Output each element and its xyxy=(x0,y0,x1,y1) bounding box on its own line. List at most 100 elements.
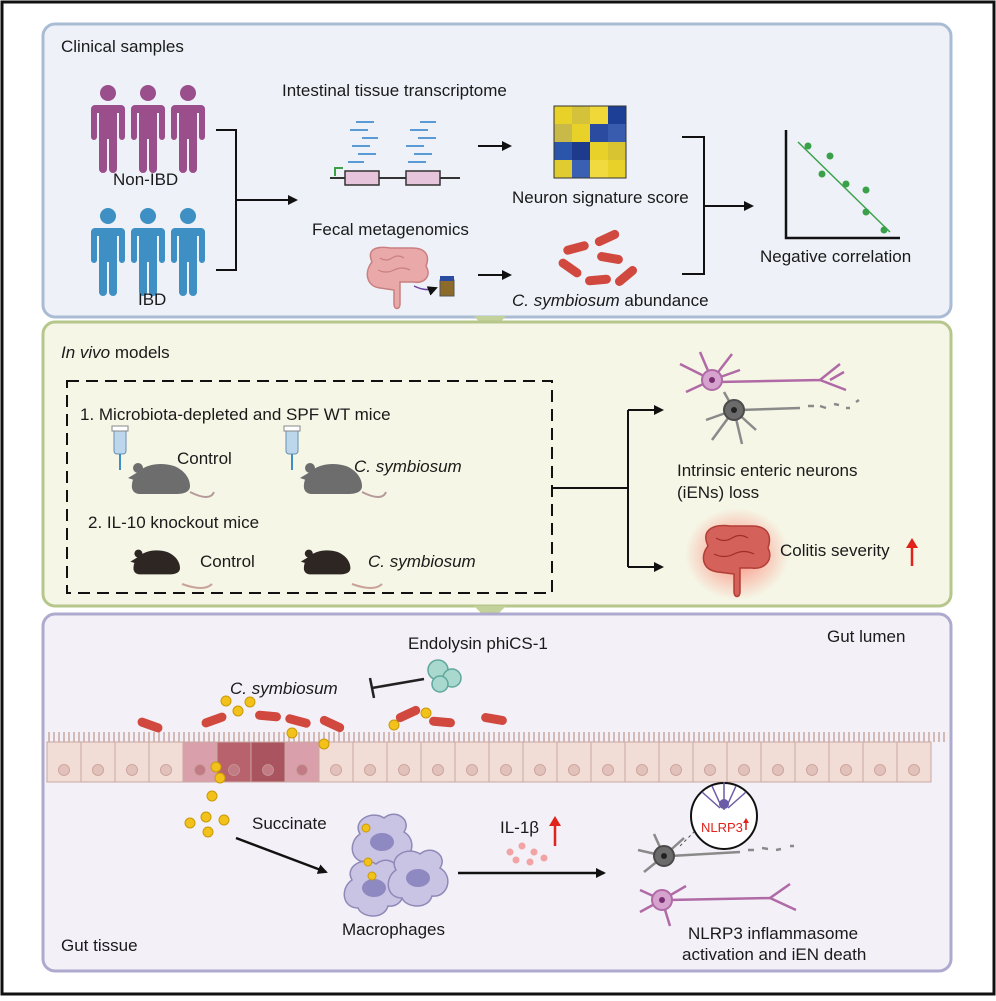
epithelial-nucleus xyxy=(330,764,342,776)
epithelial-cell xyxy=(352,741,388,783)
il1b-up-arrow-icon xyxy=(549,816,561,846)
transcriptome-label: Intestinal tissue transcriptome xyxy=(282,81,507,100)
epithelial-nucleus xyxy=(228,764,240,776)
epithelial-nucleus xyxy=(364,764,376,776)
epithelial-nucleus xyxy=(874,764,886,776)
epithelial-nucleus xyxy=(126,764,138,776)
control-label-1: Control xyxy=(177,449,232,468)
epithelial-cell xyxy=(114,741,150,783)
epithelial-nucleus xyxy=(908,764,920,776)
correlation-plot-icon xyxy=(784,130,900,240)
macrophages-label: Macrophages xyxy=(342,920,446,939)
experiment-item-1: 1. Microbiota-depleted and SPF WT mice xyxy=(80,405,391,424)
gut-tissue-label: Gut tissue xyxy=(61,936,138,955)
panel1-title: Clinical samples xyxy=(61,37,184,56)
control-label-2: Control xyxy=(200,552,255,571)
data-bracket xyxy=(682,136,754,275)
epithelial-cell xyxy=(420,741,456,783)
epithelial-cell xyxy=(726,741,762,783)
epithelial-nucleus xyxy=(92,764,104,776)
microvilli xyxy=(48,732,945,742)
epithelial-cell xyxy=(556,741,592,783)
epithelial-nucleus xyxy=(296,764,308,776)
epithelial-cell xyxy=(760,741,796,783)
epithelial-nucleus xyxy=(534,764,546,776)
epithelial-nucleus xyxy=(466,764,478,776)
epithelial-cell xyxy=(624,741,660,783)
epithelial-nucleus xyxy=(738,764,750,776)
epithelial-nucleus xyxy=(704,764,716,776)
experiment-item-2: 2. IL-10 knockout mice xyxy=(88,513,260,532)
colitis-up-arrow-icon xyxy=(906,538,918,566)
water-bottle-icon xyxy=(111,425,129,470)
epithelial-cell xyxy=(182,741,218,783)
panel-mechanism xyxy=(41,612,953,973)
group-bracket xyxy=(216,129,298,271)
outcome-line-2: activation and iEN death xyxy=(682,945,867,964)
transcriptome-icon xyxy=(330,121,460,186)
epithelial-cell xyxy=(658,741,694,783)
succinate-label: Succinate xyxy=(252,814,327,833)
epithelial-nucleus xyxy=(398,764,410,776)
il1b-label: IL-1β xyxy=(500,818,540,837)
symbiosum-label-1: C. symbiosum xyxy=(354,457,462,476)
non-ibd-label: Non-IBD xyxy=(113,170,179,189)
ien-loss-line-1: Intrinsic enteric neurons xyxy=(677,461,858,480)
dying-neurons-icon xyxy=(637,825,797,927)
macrophages-icon xyxy=(343,813,449,917)
epithelial-nucleus xyxy=(636,764,648,776)
epithelial-layer xyxy=(46,741,932,783)
epithelial-nucleus xyxy=(160,764,172,776)
epithelial-nucleus xyxy=(772,764,784,776)
dark-mouse-symbiosum-icon xyxy=(300,549,383,589)
ibd-label: IBD xyxy=(138,290,167,309)
metagenomics-label: Fecal metagenomics xyxy=(312,220,469,239)
panel2-title: In vivo models xyxy=(61,343,170,363)
nlrp3-badge: NLRP3 xyxy=(690,782,758,850)
succinate-arrow xyxy=(235,836,328,874)
epithelial-nucleus xyxy=(670,764,682,776)
abundance-label: C. symbiosum abundance xyxy=(512,291,709,311)
epithelial-cell xyxy=(828,741,864,783)
outcome-arrows xyxy=(552,405,664,572)
epithelial-cell xyxy=(522,741,558,783)
epithelial-nucleus xyxy=(432,764,444,776)
epithelial-cell xyxy=(862,741,898,783)
symbiosum-lumen-label: C. symbiosum xyxy=(230,679,338,698)
epithelial-nucleus xyxy=(568,764,580,776)
colitis-label: Colitis severity xyxy=(780,541,890,560)
nlrp3-badge-label: NLRP3 xyxy=(701,820,743,835)
intestine-icon xyxy=(366,246,455,310)
il1b-particles-icon xyxy=(506,842,548,866)
gray-mouse-control-icon xyxy=(128,463,215,498)
epithelial-cell xyxy=(284,741,320,783)
gut-lumen-label: Gut lumen xyxy=(827,627,906,646)
epithelial-cell xyxy=(488,741,524,783)
epithelial-nucleus xyxy=(262,764,274,776)
endolysin-label: Endolysin phiCS-1 xyxy=(408,634,548,653)
endolysin-enzyme-icon xyxy=(427,659,462,693)
succinate-dots-icon xyxy=(184,695,432,838)
inhibition-line xyxy=(368,677,425,699)
ien-loss-line-2: (iENs) loss xyxy=(677,483,760,502)
neuron-score-label: Neuron signature score xyxy=(512,188,689,207)
correlation-label: Negative correlation xyxy=(760,247,912,266)
gray-mouse-symbiosum-icon xyxy=(300,463,387,498)
panel2-title-italic: In vivo xyxy=(61,343,111,362)
neurons-icon xyxy=(679,351,860,445)
epithelial-nucleus xyxy=(602,764,614,776)
epithelial-nucleus xyxy=(806,764,818,776)
epithelial-nucleus xyxy=(500,764,512,776)
heatmap-icon xyxy=(553,105,627,179)
abundance-word: abundance xyxy=(624,291,709,310)
epithelial-cell xyxy=(454,741,490,783)
epithelial-nucleus xyxy=(194,764,206,776)
epithelial-cell xyxy=(386,741,422,783)
epithelial-cell xyxy=(590,741,626,783)
epithelial-cell xyxy=(46,741,82,783)
epithelial-cell xyxy=(794,741,830,783)
epithelial-cell xyxy=(148,741,184,783)
outcome-line-1: NLRP3 inflammasome xyxy=(688,924,859,943)
